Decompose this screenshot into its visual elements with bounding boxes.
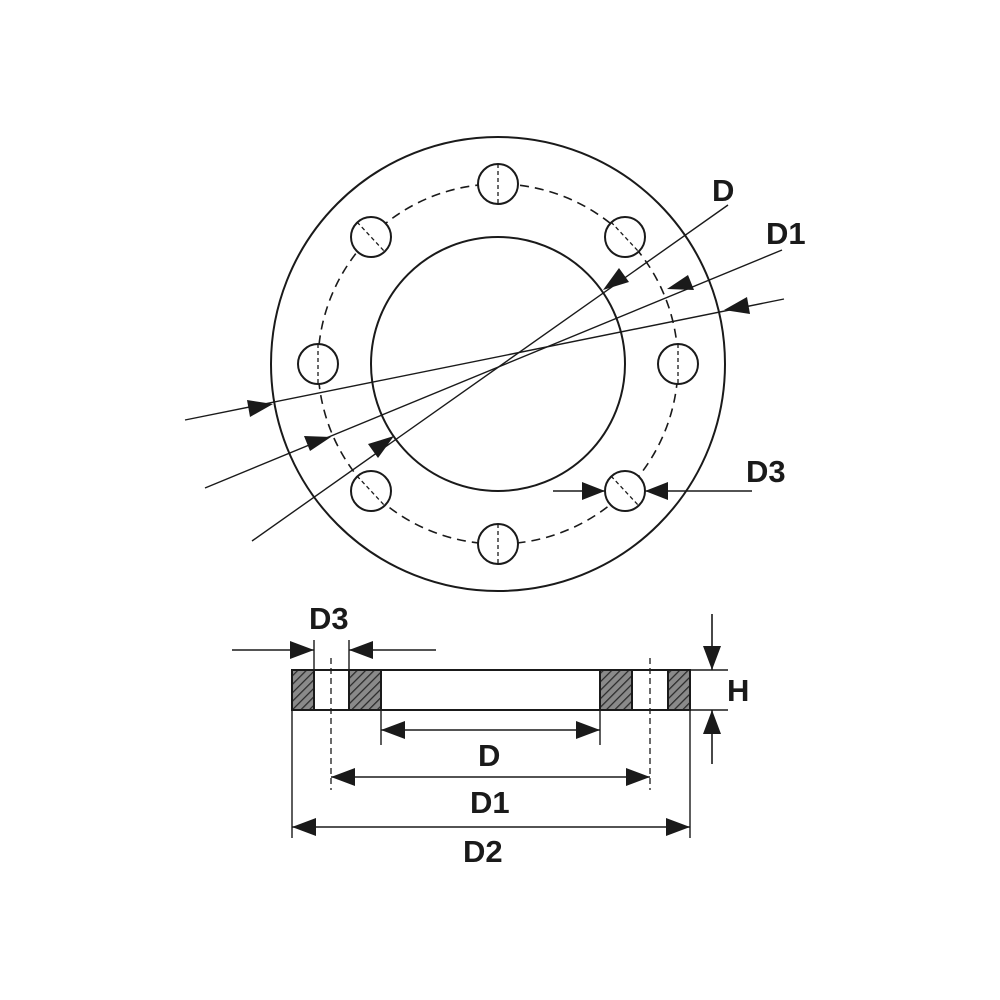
label-d-side: D bbox=[478, 738, 500, 773]
d2-arrowhead-upper bbox=[724, 297, 750, 314]
d2-leader-line bbox=[184, 298, 785, 421]
bolt-hole bbox=[477, 523, 519, 565]
side-arrowheads bbox=[290, 641, 721, 836]
bolt-hole bbox=[604, 470, 646, 512]
section-hatch-outer-right bbox=[667, 669, 691, 711]
label-h-side: H bbox=[727, 673, 749, 708]
bolt-hole bbox=[657, 343, 699, 385]
d-arrowhead-upper bbox=[603, 268, 629, 290]
section-hatch-inner-left bbox=[348, 669, 382, 711]
inner-bore-circle bbox=[370, 236, 626, 492]
d-arrowhead-lower bbox=[368, 436, 394, 458]
bolt-hole bbox=[477, 163, 519, 205]
section-hatch-inner-right bbox=[599, 669, 633, 711]
bolt-hole bbox=[297, 343, 339, 385]
bolt-hole bbox=[604, 216, 646, 258]
bolt-holes bbox=[297, 163, 699, 565]
label-d3-side: D3 bbox=[309, 601, 349, 636]
label-d1-side: D1 bbox=[470, 785, 510, 820]
bolt-hole bbox=[350, 470, 392, 512]
label-d-top: D bbox=[712, 173, 734, 208]
outer-edge-circle bbox=[270, 136, 726, 592]
extension-lines bbox=[291, 640, 728, 838]
side-view bbox=[232, 614, 728, 838]
d1-arrowhead-upper bbox=[667, 275, 694, 290]
bolt-hole bbox=[350, 216, 392, 258]
bolt-hole-axes bbox=[330, 658, 651, 790]
d-leader-line bbox=[251, 204, 729, 542]
label-d1-top: D1 bbox=[766, 216, 806, 251]
label-d2-side: D2 bbox=[463, 834, 503, 869]
section-hatch-outer-left bbox=[291, 669, 315, 711]
top-view bbox=[184, 136, 785, 592]
label-d3-top: D3 bbox=[746, 454, 786, 489]
d1-arrowhead-lower bbox=[304, 436, 331, 451]
d2-arrowhead-lower bbox=[247, 400, 273, 417]
